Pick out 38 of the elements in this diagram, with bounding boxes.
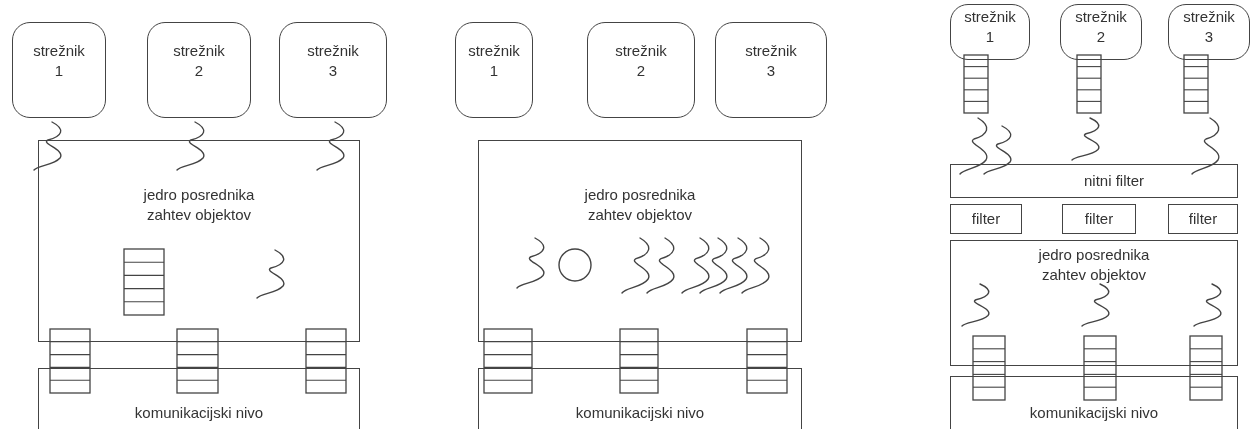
thread-filter-label: nitni filter	[1084, 171, 1144, 191]
communication-layer-label: komunikacijski nivo	[575, 403, 705, 423]
server-box	[715, 22, 827, 118]
communication-layer-label: komunikacijski nivo	[1029, 403, 1159, 423]
server-box	[1060, 4, 1142, 60]
server-box	[1168, 4, 1250, 60]
broker-core-label: jedro posrednika zahtev objektov	[583, 185, 697, 225]
filter-label: filter	[1188, 209, 1218, 229]
broker-core-box	[950, 240, 1238, 366]
server-label: strežnik 3	[745, 41, 797, 81]
broker-core-box	[478, 140, 802, 342]
server-label: strežnik 3	[1183, 7, 1235, 47]
server-label: strežnik 3	[307, 41, 359, 81]
communication-layer-label: komunikacijski nivo	[134, 403, 264, 423]
server-label: strežnik 1	[964, 7, 1016, 47]
filter-box	[1168, 204, 1238, 234]
broker-core-label: jedro posrednika zahtev objektov	[142, 185, 256, 225]
server-box	[950, 4, 1030, 60]
server-box	[455, 22, 533, 118]
broker-core-label: jedro posrednika zahtev objektov	[1037, 245, 1151, 285]
communication-layer-box	[478, 368, 802, 429]
broker-core-box	[38, 140, 360, 342]
server-box	[279, 22, 387, 118]
thread-filter-box	[950, 164, 1238, 198]
communication-layer-box	[38, 368, 360, 429]
filter-label: filter	[1084, 209, 1114, 229]
server-label: strežnik 1	[468, 41, 520, 81]
server-box	[147, 22, 251, 118]
server-box	[587, 22, 695, 118]
server-box	[12, 22, 106, 118]
filter-box	[950, 204, 1022, 234]
filter-box	[1062, 204, 1136, 234]
filter-label: filter	[971, 209, 1001, 229]
server-label: strežnik 1	[33, 41, 85, 81]
communication-layer-box	[950, 376, 1238, 429]
server-label: strežnik 2	[1075, 7, 1127, 47]
server-label: strežnik 2	[615, 41, 667, 81]
server-label: strežnik 2	[173, 41, 225, 81]
